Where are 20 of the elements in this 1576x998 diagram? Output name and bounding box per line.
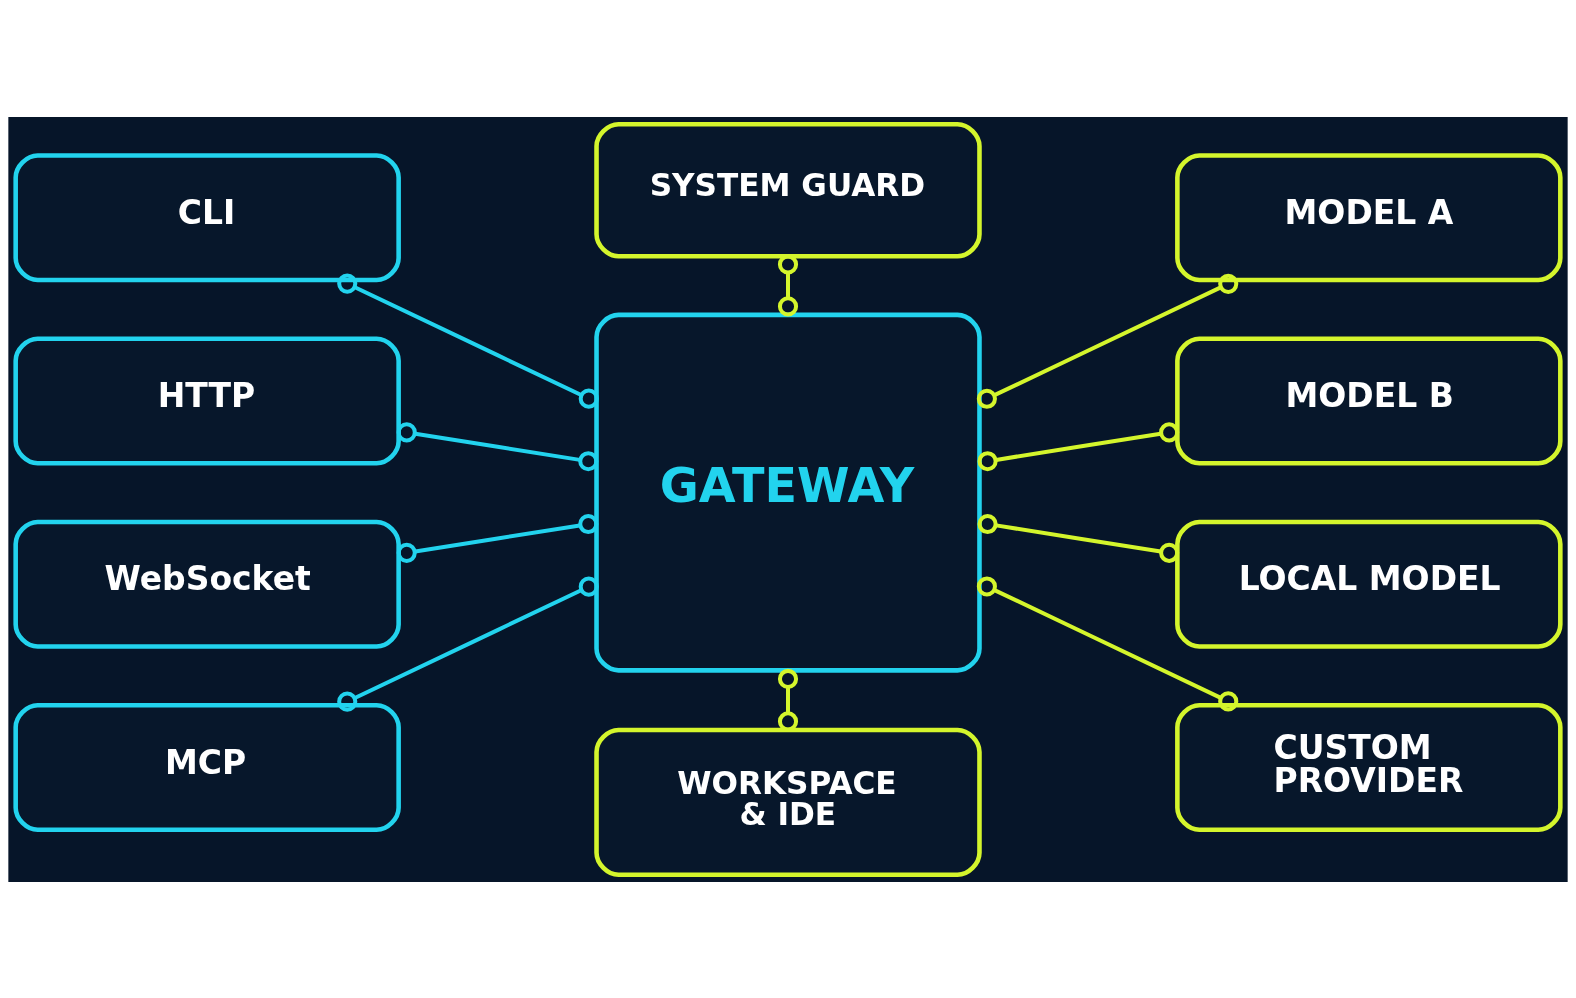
node-box: CLI <box>13 152 401 282</box>
node-box: SYSTEM GUARD <box>594 121 982 259</box>
node-box: MCP <box>13 702 401 832</box>
connector <box>977 513 1180 563</box>
node-box: MODEL A <box>1175 152 1563 282</box>
node-box: HTTP <box>13 335 401 466</box>
connector <box>337 576 599 712</box>
connector <box>396 513 599 563</box>
connector <box>976 575 1239 711</box>
connector <box>777 668 799 731</box>
node-box: WebSocket <box>13 519 401 649</box>
connector <box>396 421 599 471</box>
connector <box>337 273 599 409</box>
node-box: GATEWAY <box>594 312 982 673</box>
node-box: WORKSPACE & IDE <box>594 727 982 877</box>
node-box: CUSTOM PROVIDER <box>1175 702 1563 832</box>
connector <box>976 273 1239 409</box>
node-box: MODEL B <box>1175 335 1563 466</box>
node-box: LOCAL MODEL <box>1175 519 1563 649</box>
connector <box>977 421 1180 471</box>
